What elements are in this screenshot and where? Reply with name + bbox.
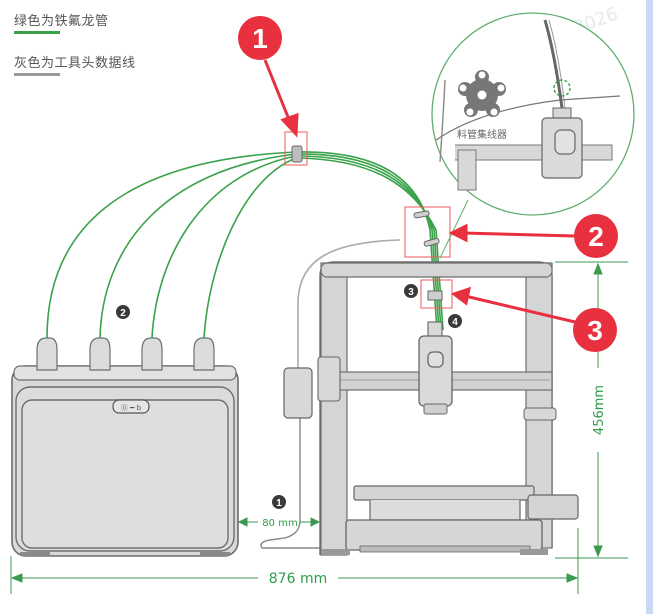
ams-foot-right (200, 552, 230, 556)
ams-logo: ⓑ ━ b (121, 404, 142, 412)
ptfe-tube-1 (46, 151, 438, 339)
cable-junction-box (283, 367, 313, 419)
tube-clip-upper (413, 210, 430, 219)
ams-foot-left (20, 552, 50, 556)
gantry-right-bracket (523, 407, 557, 421)
tube-bundle-clip (291, 145, 303, 163)
inset-detail: 料管集线器 (431, 12, 635, 259)
dimension-width-label: 876 mm (269, 571, 327, 587)
dimension-height-label: 456mm (592, 385, 607, 435)
marker-gap-1: 1 (272, 495, 286, 509)
callout-arrows (263, 59, 576, 324)
ams-window (21, 399, 229, 549)
printer-foot-left (322, 549, 350, 555)
inset-frame-post (457, 149, 477, 191)
inset-gantry (455, 144, 613, 161)
arrow-1 (263, 59, 292, 123)
toolhead-button-icon (427, 351, 444, 368)
callout-badge-1: 1 (238, 16, 282, 60)
legend-green-swatch (14, 31, 60, 34)
marker-toolhead-4: 4 (448, 314, 462, 328)
svg-text:2: 2 (120, 308, 126, 319)
feeder-1 (36, 337, 58, 371)
legend-green-label: 绿色为铁氟龙管 (14, 14, 109, 29)
ams-logo-badge (112, 399, 150, 414)
printer-base (345, 519, 543, 551)
cable-lower (260, 415, 346, 549)
toolhead-nozzle (423, 403, 448, 415)
marker-clip-3: 3 (404, 284, 418, 298)
legend-gray-swatch (14, 73, 60, 76)
svg-text:3: 3 (408, 287, 414, 298)
ams-feeders (36, 337, 215, 371)
inset-pointer-line (439, 199, 469, 259)
dimension-gap-label: 80 mm (262, 518, 297, 529)
legend-gray-label: 灰色为工具头数据线 (14, 56, 136, 71)
inset-caption: 料管集线器 (457, 128, 507, 141)
arrow-3 (464, 294, 576, 324)
feeder-2 (89, 337, 111, 371)
svg-text:2: 2 (588, 221, 604, 252)
arrow-2 (461, 231, 576, 238)
window-edge (646, 0, 653, 614)
feeder-4 (193, 337, 215, 371)
callout-badge-2: 2 (574, 214, 618, 258)
marker-ams-2: 2 (116, 305, 130, 319)
svg-text:4: 4 (452, 317, 458, 328)
svg-text:1: 1 (252, 23, 268, 54)
highlight-box-2 (404, 206, 451, 258)
printer-foot-right (520, 549, 548, 555)
inset-circle (431, 12, 635, 216)
gantry-left-bracket (317, 356, 341, 402)
frame-left-post (320, 262, 348, 556)
toolhead-cable (297, 239, 401, 372)
ams-lid (13, 365, 237, 381)
ams-unit: ⓑ ━ b (11, 337, 239, 557)
tube-hub-icon (458, 70, 506, 117)
tube-clip-head (427, 290, 443, 301)
frame-top-bar (320, 262, 553, 278)
heatbed (353, 485, 535, 501)
callout-badge-3: 3 (573, 308, 617, 352)
base-vent (359, 545, 531, 553)
svg-text:1: 1 (276, 498, 282, 509)
toolhead (418, 335, 453, 407)
inset-toolhead-button (554, 129, 576, 155)
printer-screen (527, 494, 579, 520)
printer (260, 239, 579, 556)
bed-support (369, 500, 521, 521)
tube-clip-lower (423, 237, 440, 247)
inset-highlight-ring (553, 79, 571, 97)
svg-text:3: 3 (587, 315, 603, 346)
ptfe-tubes (46, 151, 444, 339)
feeder-3 (141, 337, 163, 371)
